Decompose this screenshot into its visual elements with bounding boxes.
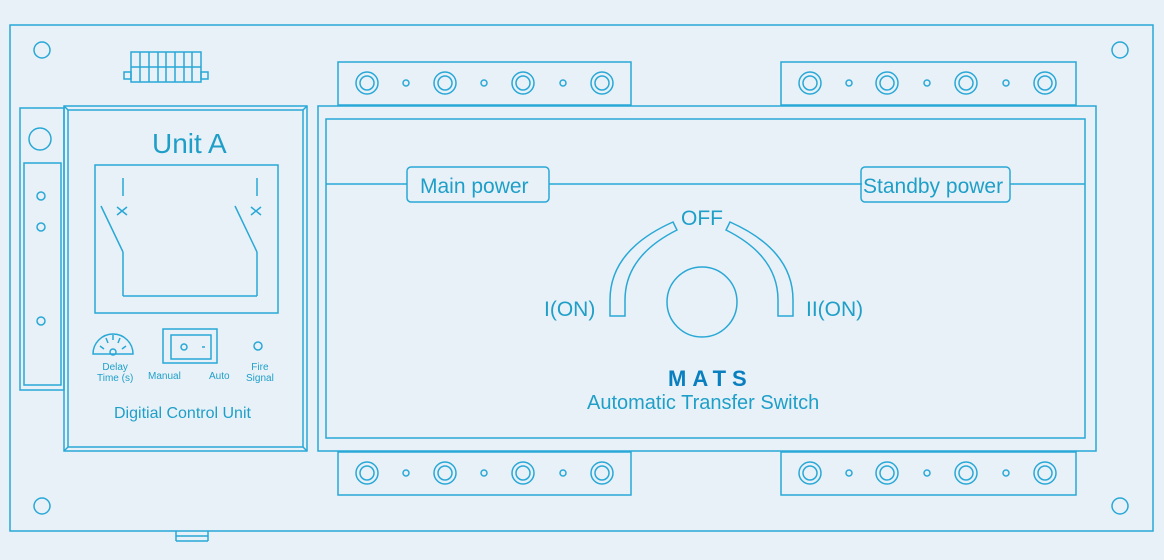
- unit-title: Unit A: [152, 128, 227, 159]
- selector-arc: [609, 221, 794, 317]
- control-unit-frame: [63, 105, 308, 452]
- fire-signal-label: Fire Signal: [246, 362, 274, 384]
- manual-label: Manual: [148, 371, 181, 382]
- control-unit-label: Digitial Control Unit: [114, 405, 251, 422]
- switch-schematic: [94, 164, 279, 314]
- fire-signal-indicator: [253, 341, 263, 351]
- main-power-label-box: [406, 166, 550, 203]
- standby-power-label-box: [860, 166, 1011, 203]
- outer-panel: [9, 24, 1154, 532]
- manual-auto-switch[interactable]: [162, 328, 218, 364]
- terminal-block-top-right: [780, 61, 1077, 106]
- bottom-clip: [175, 531, 209, 542]
- terminal-block-bottom-right: [780, 451, 1077, 496]
- position-2-label: II(ON): [806, 298, 864, 321]
- delay-time-dial-icon: [92, 333, 134, 356]
- off-position-label: OFF: [681, 207, 723, 230]
- standby-power-label: Standby power: [863, 175, 1004, 198]
- selector-knob[interactable]: [666, 266, 738, 338]
- switch-body: [317, 105, 1097, 452]
- product-name: Automatic Transfer Switch: [587, 392, 820, 414]
- terminal-connector: [123, 51, 209, 83]
- brand-label: MATS: [668, 366, 753, 391]
- mounting-hole: [33, 41, 51, 59]
- terminal-block-top-left: [337, 61, 632, 106]
- terminal-block-bottom-left: [337, 451, 632, 496]
- mounting-hole: [1111, 497, 1129, 515]
- left-side-rail: [19, 107, 65, 391]
- delay-time-label: Delay Time (s): [97, 362, 134, 384]
- mounting-hole: [33, 497, 51, 515]
- main-power-label: Main power: [420, 175, 529, 198]
- auto-label: Auto: [209, 371, 230, 382]
- position-1-label: I(ON): [544, 298, 596, 321]
- mounting-hole: [1111, 41, 1129, 59]
